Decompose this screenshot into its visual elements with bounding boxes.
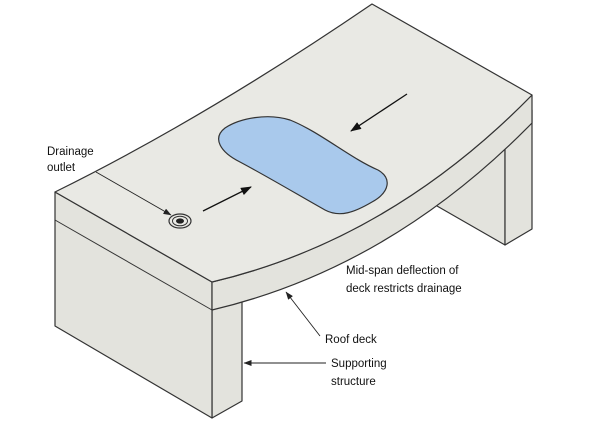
flow-arrow-from-back (350, 93, 408, 132)
mid-span-deflection-label-line-2: deck restricts drainage (346, 283, 462, 295)
drainage-outlet-icon (168, 213, 192, 229)
drainage-outlet-leader (95, 171, 172, 216)
drainage-outlet-label-line-1: Drainage (47, 146, 94, 158)
deck-support-joint-line (54, 219, 213, 311)
ponded-water (218, 116, 388, 215)
roof-deck-label: Roof deck (325, 334, 377, 346)
flow-arrow-from-outlet (202, 186, 252, 212)
supporting-structure-label-line-1: Supporting (331, 358, 387, 370)
left-support-front-face (211, 293, 243, 419)
supporting-structure-label-line-2: structure (331, 376, 376, 388)
mid-span-deflection-label-line-1: Mid-span deflection of (346, 265, 459, 277)
roof-deck-leader (285, 291, 321, 337)
drainage-outlet-label-line-2: outlet (47, 162, 76, 174)
